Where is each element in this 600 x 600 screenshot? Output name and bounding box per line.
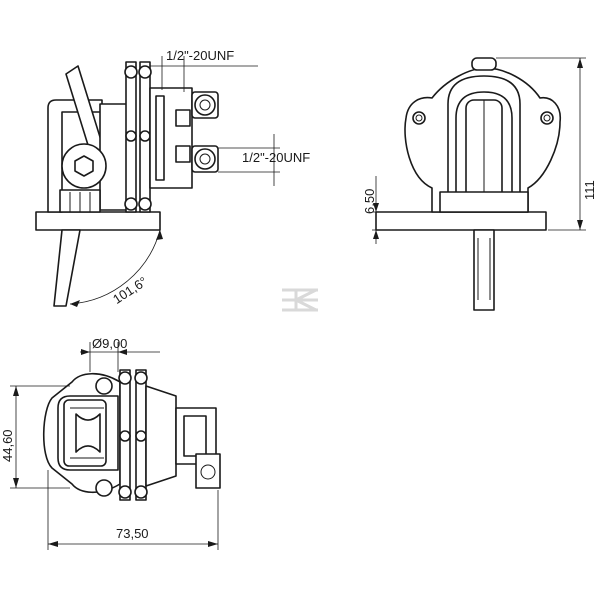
watermark-logo-icon	[282, 288, 318, 312]
front-hole-right	[540, 111, 554, 125]
front-hole-left	[412, 111, 426, 125]
side-pivot-nut-icon	[74, 155, 94, 177]
side-lever-lower	[53, 229, 81, 307]
angle-arc	[69, 229, 161, 305]
side-bolt-2	[138, 65, 152, 79]
overall-height-label: 111	[582, 180, 597, 200]
side-bolt-1	[124, 65, 138, 79]
front-view	[372, 57, 586, 311]
front-top-bolt	[471, 57, 497, 71]
top-valve-inner	[183, 415, 207, 457]
side-bolt-6	[139, 130, 151, 142]
thread-mid-label: 1/2"-20UNF	[242, 150, 310, 165]
overall-length-label: 73,50	[116, 526, 149, 541]
side-view	[35, 56, 280, 307]
side-bolt-5	[125, 130, 137, 142]
front-base-flange	[375, 211, 547, 231]
front-lower-mount	[439, 191, 529, 213]
thread-top-label: 1/2"-20UNF	[166, 48, 234, 63]
top-hole-lower	[95, 479, 113, 497]
top-view	[10, 342, 221, 550]
body-height-label: 44,60	[0, 429, 15, 462]
bore-diameter-label: Ø9,00	[92, 336, 127, 351]
top-outlet-fitting	[195, 453, 221, 489]
side-bolt-3	[124, 197, 138, 211]
flange-thickness-label: 6,50	[362, 189, 377, 214]
side-pump-inner	[155, 95, 165, 181]
top-lever-cam	[75, 413, 101, 453]
top-pump-body	[145, 385, 177, 487]
side-base-flange	[35, 211, 161, 231]
side-valve-block	[175, 109, 191, 127]
front-stem	[473, 229, 495, 311]
side-fitting-upper-ring	[194, 94, 216, 116]
side-valve-block-2	[175, 145, 191, 163]
side-fitting-lower-ring	[194, 148, 216, 170]
side-bolt-4	[138, 197, 152, 211]
top-hole-upper	[95, 377, 113, 395]
